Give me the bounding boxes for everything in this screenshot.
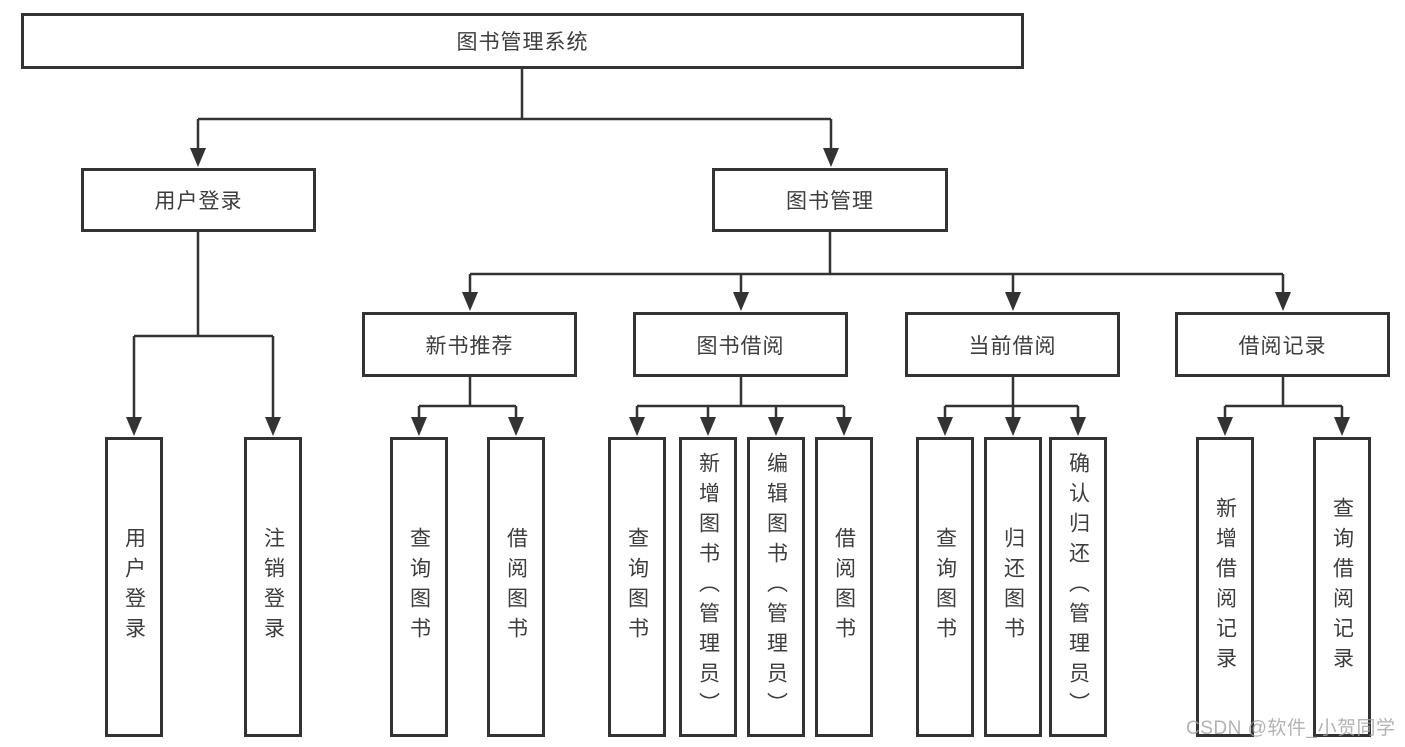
node-label: 当前借阅 (968, 334, 1057, 358)
leaf-borrow-books: 借阅图书 (815, 437, 873, 737)
node-label: 图书管理 (786, 190, 874, 213)
leaf-return-books: 归还图书 (984, 437, 1042, 737)
leaf-user-login: 用户登录 (105, 437, 163, 737)
leaf-label: 新增图书（管理员） (696, 452, 720, 722)
leaf-label: 查询图书 (625, 527, 649, 647)
leaf-label: 查询图书 (933, 527, 957, 647)
node-library-system: 图书管理系统 (21, 13, 1024, 69)
leaf-label: 借阅图书 (504, 527, 528, 647)
leaf-label: 新增借阅记录 (1213, 497, 1237, 677)
leaf-borrow-books-recommend: 借阅图书 (487, 437, 545, 737)
leaf-confirm-return-admin: 确认归还（管理员） (1049, 437, 1107, 737)
leaf-add-books-admin: 新增图书（管理员） (679, 437, 737, 737)
leaf-label: 注销登录 (261, 527, 285, 647)
leaf-add-borrow-record: 新增借阅记录 (1196, 437, 1254, 737)
leaf-label: 查询图书 (407, 527, 431, 647)
leaf-label: 查询借阅记录 (1330, 497, 1354, 677)
node-new-book-recommendation: 新书推荐 (362, 312, 577, 377)
node-label: 新书推荐 (425, 334, 514, 358)
arrow-down-icon (126, 148, 1350, 436)
connector-path (132, 69, 1344, 418)
node-label: 图书借阅 (696, 334, 785, 358)
leaf-label: 用户登录 (122, 527, 146, 647)
leaf-logout-login: 注销登录 (244, 437, 302, 737)
leaf-label: 借阅图书 (832, 527, 856, 647)
node-current-borrowing: 当前借阅 (905, 312, 1120, 377)
leaf-label: 归还图书 (1001, 527, 1025, 647)
leaf-query-books-borrow: 查询图书 (608, 437, 666, 737)
leaf-query-books-recommend: 查询图书 (390, 437, 448, 737)
node-book-management: 图书管理 (712, 168, 948, 232)
watermark: CSDN @软件_小贺同学 (1186, 718, 1396, 739)
node-book-borrowing: 图书借阅 (633, 312, 848, 377)
leaf-edit-books-admin: 编辑图书（管理员） (747, 437, 805, 737)
leaf-query-books-current: 查询图书 (916, 437, 974, 737)
leaf-label: 编辑图书（管理员） (764, 452, 788, 722)
node-label: 用户登录 (154, 190, 243, 213)
node-borrowing-records: 借阅记录 (1175, 312, 1390, 377)
leaf-query-borrow-record: 查询借阅记录 (1313, 437, 1371, 737)
node-user-login: 用户登录 (81, 168, 316, 232)
node-label: 图书管理系统 (456, 31, 589, 54)
node-label: 借阅记录 (1238, 334, 1327, 358)
leaf-label: 确认归还（管理员） (1066, 452, 1090, 722)
